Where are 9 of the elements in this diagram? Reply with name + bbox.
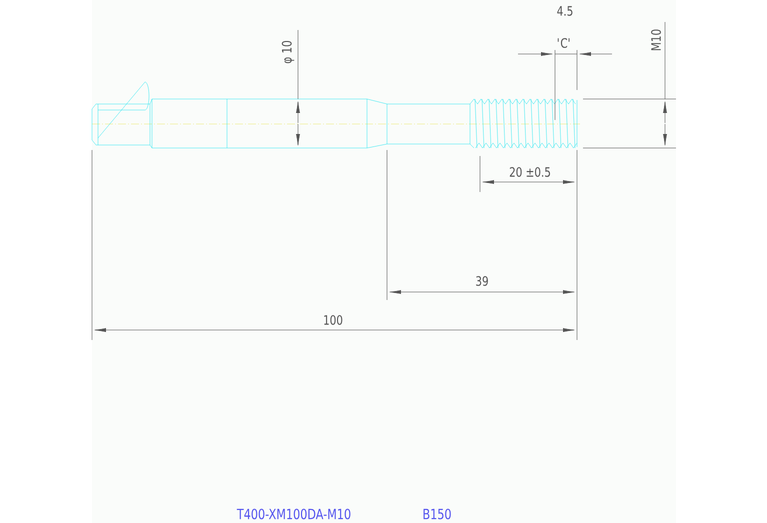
dimension-text: 20 ±0.5 — [510, 167, 550, 177]
dimension-text: 4.5 — [557, 6, 572, 16]
dimension-text: φ 10 — [282, 41, 294, 64]
part-number: T400-XM100DA-M10 — [236, 508, 350, 520]
dimension-text: 'C' — [558, 38, 570, 48]
dimension-text: 100 — [324, 315, 342, 325]
dimension-text: M10 — [651, 30, 661, 50]
part-number: B150 — [424, 508, 451, 520]
dimension-text: 39 — [476, 276, 488, 286]
